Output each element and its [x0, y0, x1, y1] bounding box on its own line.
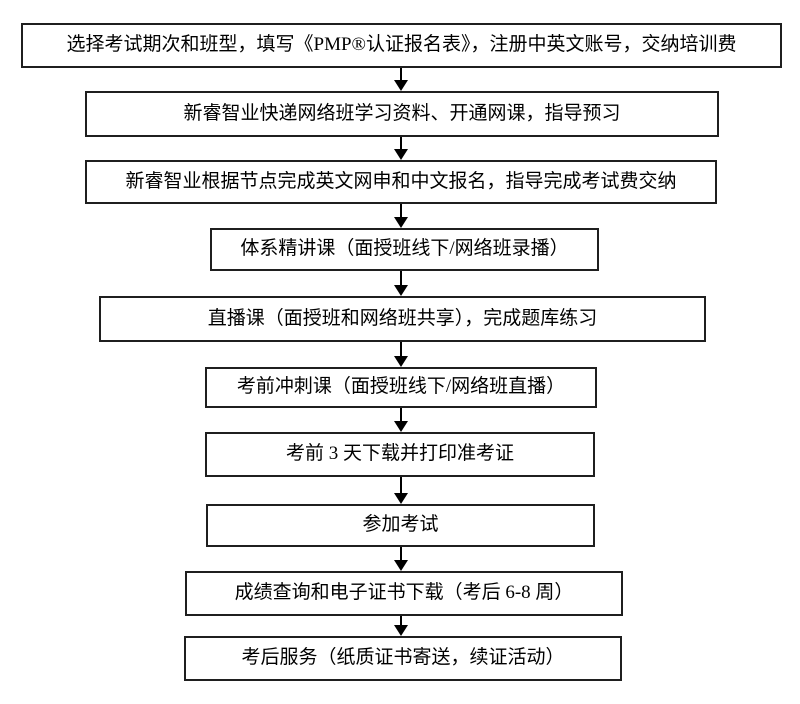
flow-step-6-sprint-course: 考前冲刺课（面授班线下/网络班直播） — [205, 367, 597, 408]
arrow-line — [400, 408, 402, 421]
arrow-down-icon — [394, 217, 408, 228]
flow-arrow-1 — [394, 68, 408, 91]
arrow-down-icon — [394, 421, 408, 432]
arrow-line — [400, 271, 402, 285]
flow-step-5-live-course: 直播课（面授班和网络班共享），完成题库练习 — [99, 296, 706, 342]
arrow-down-icon — [394, 80, 408, 91]
flow-arrow-8 — [394, 547, 408, 571]
arrow-down-icon — [394, 493, 408, 504]
flow-step-2-materials: 新睿智业快递网络班学习资料、开通网课，指导预习 — [85, 91, 719, 137]
flow-step-1-enrollment: 选择考试期次和班型，填写《PMP®认证报名表》，注册中英文账号，交纳培训费 — [21, 23, 782, 68]
flow-arrow-4 — [394, 271, 408, 296]
arrow-line — [400, 137, 402, 149]
arrow-down-icon — [394, 625, 408, 636]
arrow-down-icon — [394, 285, 408, 296]
flow-step-8-take-exam: 参加考试 — [206, 504, 595, 547]
arrow-line — [400, 68, 402, 80]
flow-step-4-lecture-course: 体系精讲课（面授班线下/网络班录播） — [210, 228, 599, 271]
flow-step-9-score-certificate: 成绩查询和电子证书下载（考后 6-8 周） — [185, 571, 623, 616]
arrow-line — [400, 204, 402, 217]
flow-step-10-after-service: 考后服务（纸质证书寄送，续证活动） — [184, 636, 622, 681]
flow-arrow-3 — [394, 204, 408, 228]
flow-arrow-6 — [394, 408, 408, 432]
flow-arrow-5 — [394, 342, 408, 367]
arrow-down-icon — [394, 149, 408, 160]
arrow-line — [400, 547, 402, 560]
arrow-line — [400, 477, 402, 493]
arrow-line — [400, 342, 402, 356]
flow-arrow-2 — [394, 137, 408, 160]
arrow-down-icon — [394, 356, 408, 367]
arrow-line — [400, 616, 402, 625]
flow-step-3-registration: 新睿智业根据节点完成英文网申和中文报名，指导完成考试费交纳 — [85, 160, 717, 204]
flow-arrow-9 — [394, 616, 408, 636]
flow-arrow-7 — [394, 477, 408, 504]
arrow-down-icon — [394, 560, 408, 571]
flow-step-7-print-ticket: 考前 3 天下载并打印准考证 — [205, 432, 595, 477]
